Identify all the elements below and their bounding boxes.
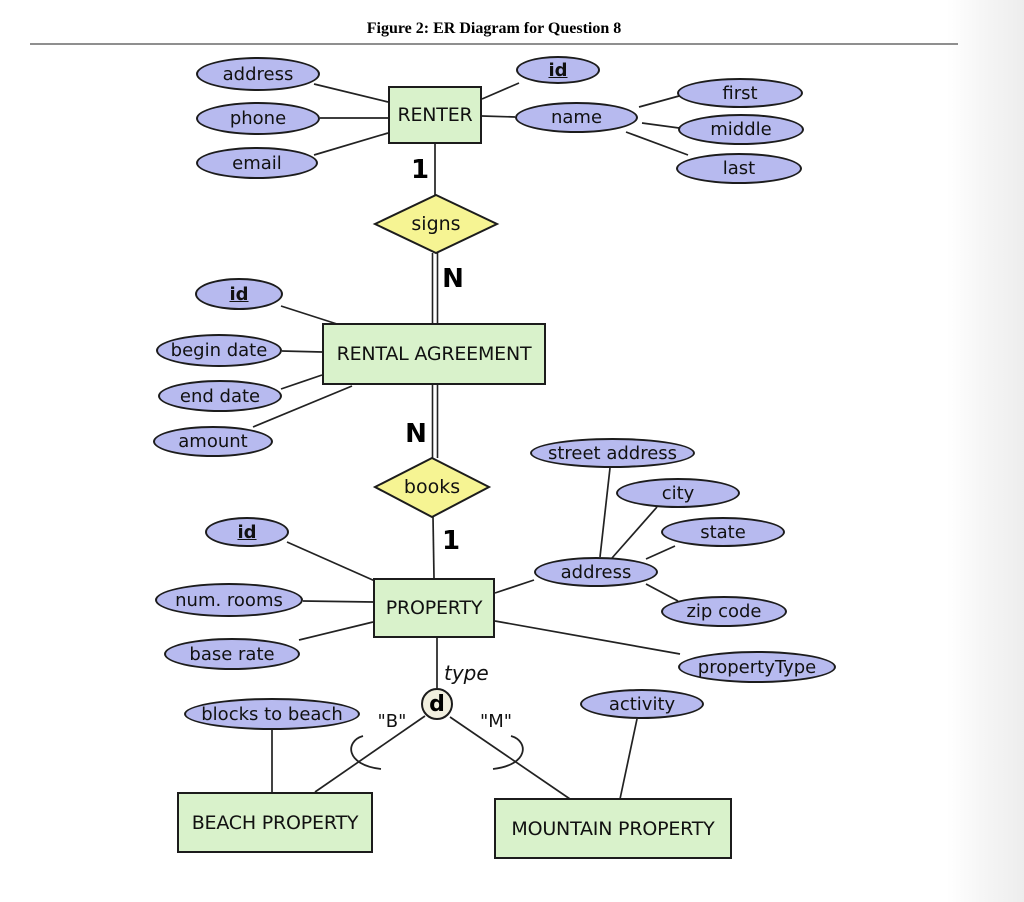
cardinality-renter-signs: 1 <box>410 155 430 185</box>
subset-arc-mountain <box>492 735 524 770</box>
line-email-renter <box>313 132 389 156</box>
attribute-property-base-rate: base rate <box>164 638 300 670</box>
line-amount-agreement <box>252 385 353 428</box>
attribute-mountain-activity: activity <box>580 689 704 719</box>
attribute-address-state: state <box>661 517 785 547</box>
line-address-renter <box>313 83 389 103</box>
attribute-address-street: street address <box>530 438 695 468</box>
attribute-renter-id-key: id <box>516 56 600 84</box>
attribute-property-address: address <box>534 557 658 587</box>
attribute-address-city: city <box>616 478 740 508</box>
attribute-property-id-key: id <box>205 517 289 547</box>
mountain-condition-tag: "M" <box>479 711 513 732</box>
line-id-renter <box>481 82 520 100</box>
line-category-beach <box>314 715 426 793</box>
attribute-agreement-id-key: id <box>195 278 283 310</box>
subset-arc-beach <box>350 735 382 770</box>
figure-caption: Figure 2: ER Diagram for Question 8 <box>366 20 622 37</box>
line-name-renter <box>481 115 516 118</box>
line-begindate-agreement <box>281 350 323 353</box>
entity-mountain-property: MOUNTAIN PROPERTY <box>494 798 732 859</box>
relationship-books-label: books <box>403 476 461 498</box>
entity-beach-property: BEACH PROPERTY <box>177 792 373 853</box>
line-books-property <box>432 516 435 579</box>
attribute-renter-address: address <box>196 57 320 91</box>
attribute-name-last: last <box>676 153 802 184</box>
attribute-agreement-end-date: end date <box>158 380 282 412</box>
line-category-mountain <box>449 716 571 800</box>
discriminator-type-label: type <box>444 661 489 685</box>
signs-diamond <box>372 193 500 255</box>
attribute-address-zip-code: zip code <box>661 596 787 627</box>
cardinality-agreement-books: N <box>405 419 427 449</box>
attribute-name-middle: middle <box>678 114 804 145</box>
attribute-property-num-rooms: num. rooms <box>155 583 303 617</box>
caption-divider <box>30 43 958 45</box>
line-name-last <box>625 131 689 156</box>
line-name-middle <box>641 122 680 129</box>
line-baserate-property <box>298 621 374 641</box>
line-numrooms-property <box>302 600 374 603</box>
relationship-signs-label: signs <box>411 213 461 235</box>
entity-property: PROPERTY <box>373 578 495 638</box>
line-activity-mountain <box>619 718 638 800</box>
attribute-beach-blocks-to-beach: blocks to beach <box>184 698 360 730</box>
attribute-name-first: first <box>677 78 803 108</box>
line-zip-address <box>645 583 679 602</box>
attribute-renter-email: email <box>196 147 318 179</box>
disjoint-category-circle: d <box>421 688 453 720</box>
line-address-property <box>494 579 535 594</box>
entity-rental-agreement: RENTAL AGREEMENT <box>322 323 546 385</box>
cardinality-books-property: 1 <box>441 526 461 556</box>
line-street-address <box>599 467 611 558</box>
attribute-agreement-begin-date: begin date <box>156 334 282 367</box>
books-diamond <box>372 456 492 519</box>
line-name-first <box>638 95 680 108</box>
attribute-renter-phone: phone <box>196 102 320 135</box>
line-city-address <box>611 506 658 559</box>
attribute-renter-name: name <box>515 102 638 133</box>
line-id-property <box>286 541 376 582</box>
beach-condition-tag: "B" <box>377 711 407 732</box>
attribute-agreement-amount: amount <box>153 426 273 457</box>
cardinality-signs-agreement: N <box>442 264 464 294</box>
line-state-address <box>645 545 676 560</box>
entity-renter: RENTER <box>388 86 482 144</box>
line-propertytype-property <box>494 620 681 655</box>
attribute-property-type: propertyType <box>678 651 836 683</box>
line-id-agreement <box>280 305 338 325</box>
line-enddate-agreement <box>280 374 323 390</box>
